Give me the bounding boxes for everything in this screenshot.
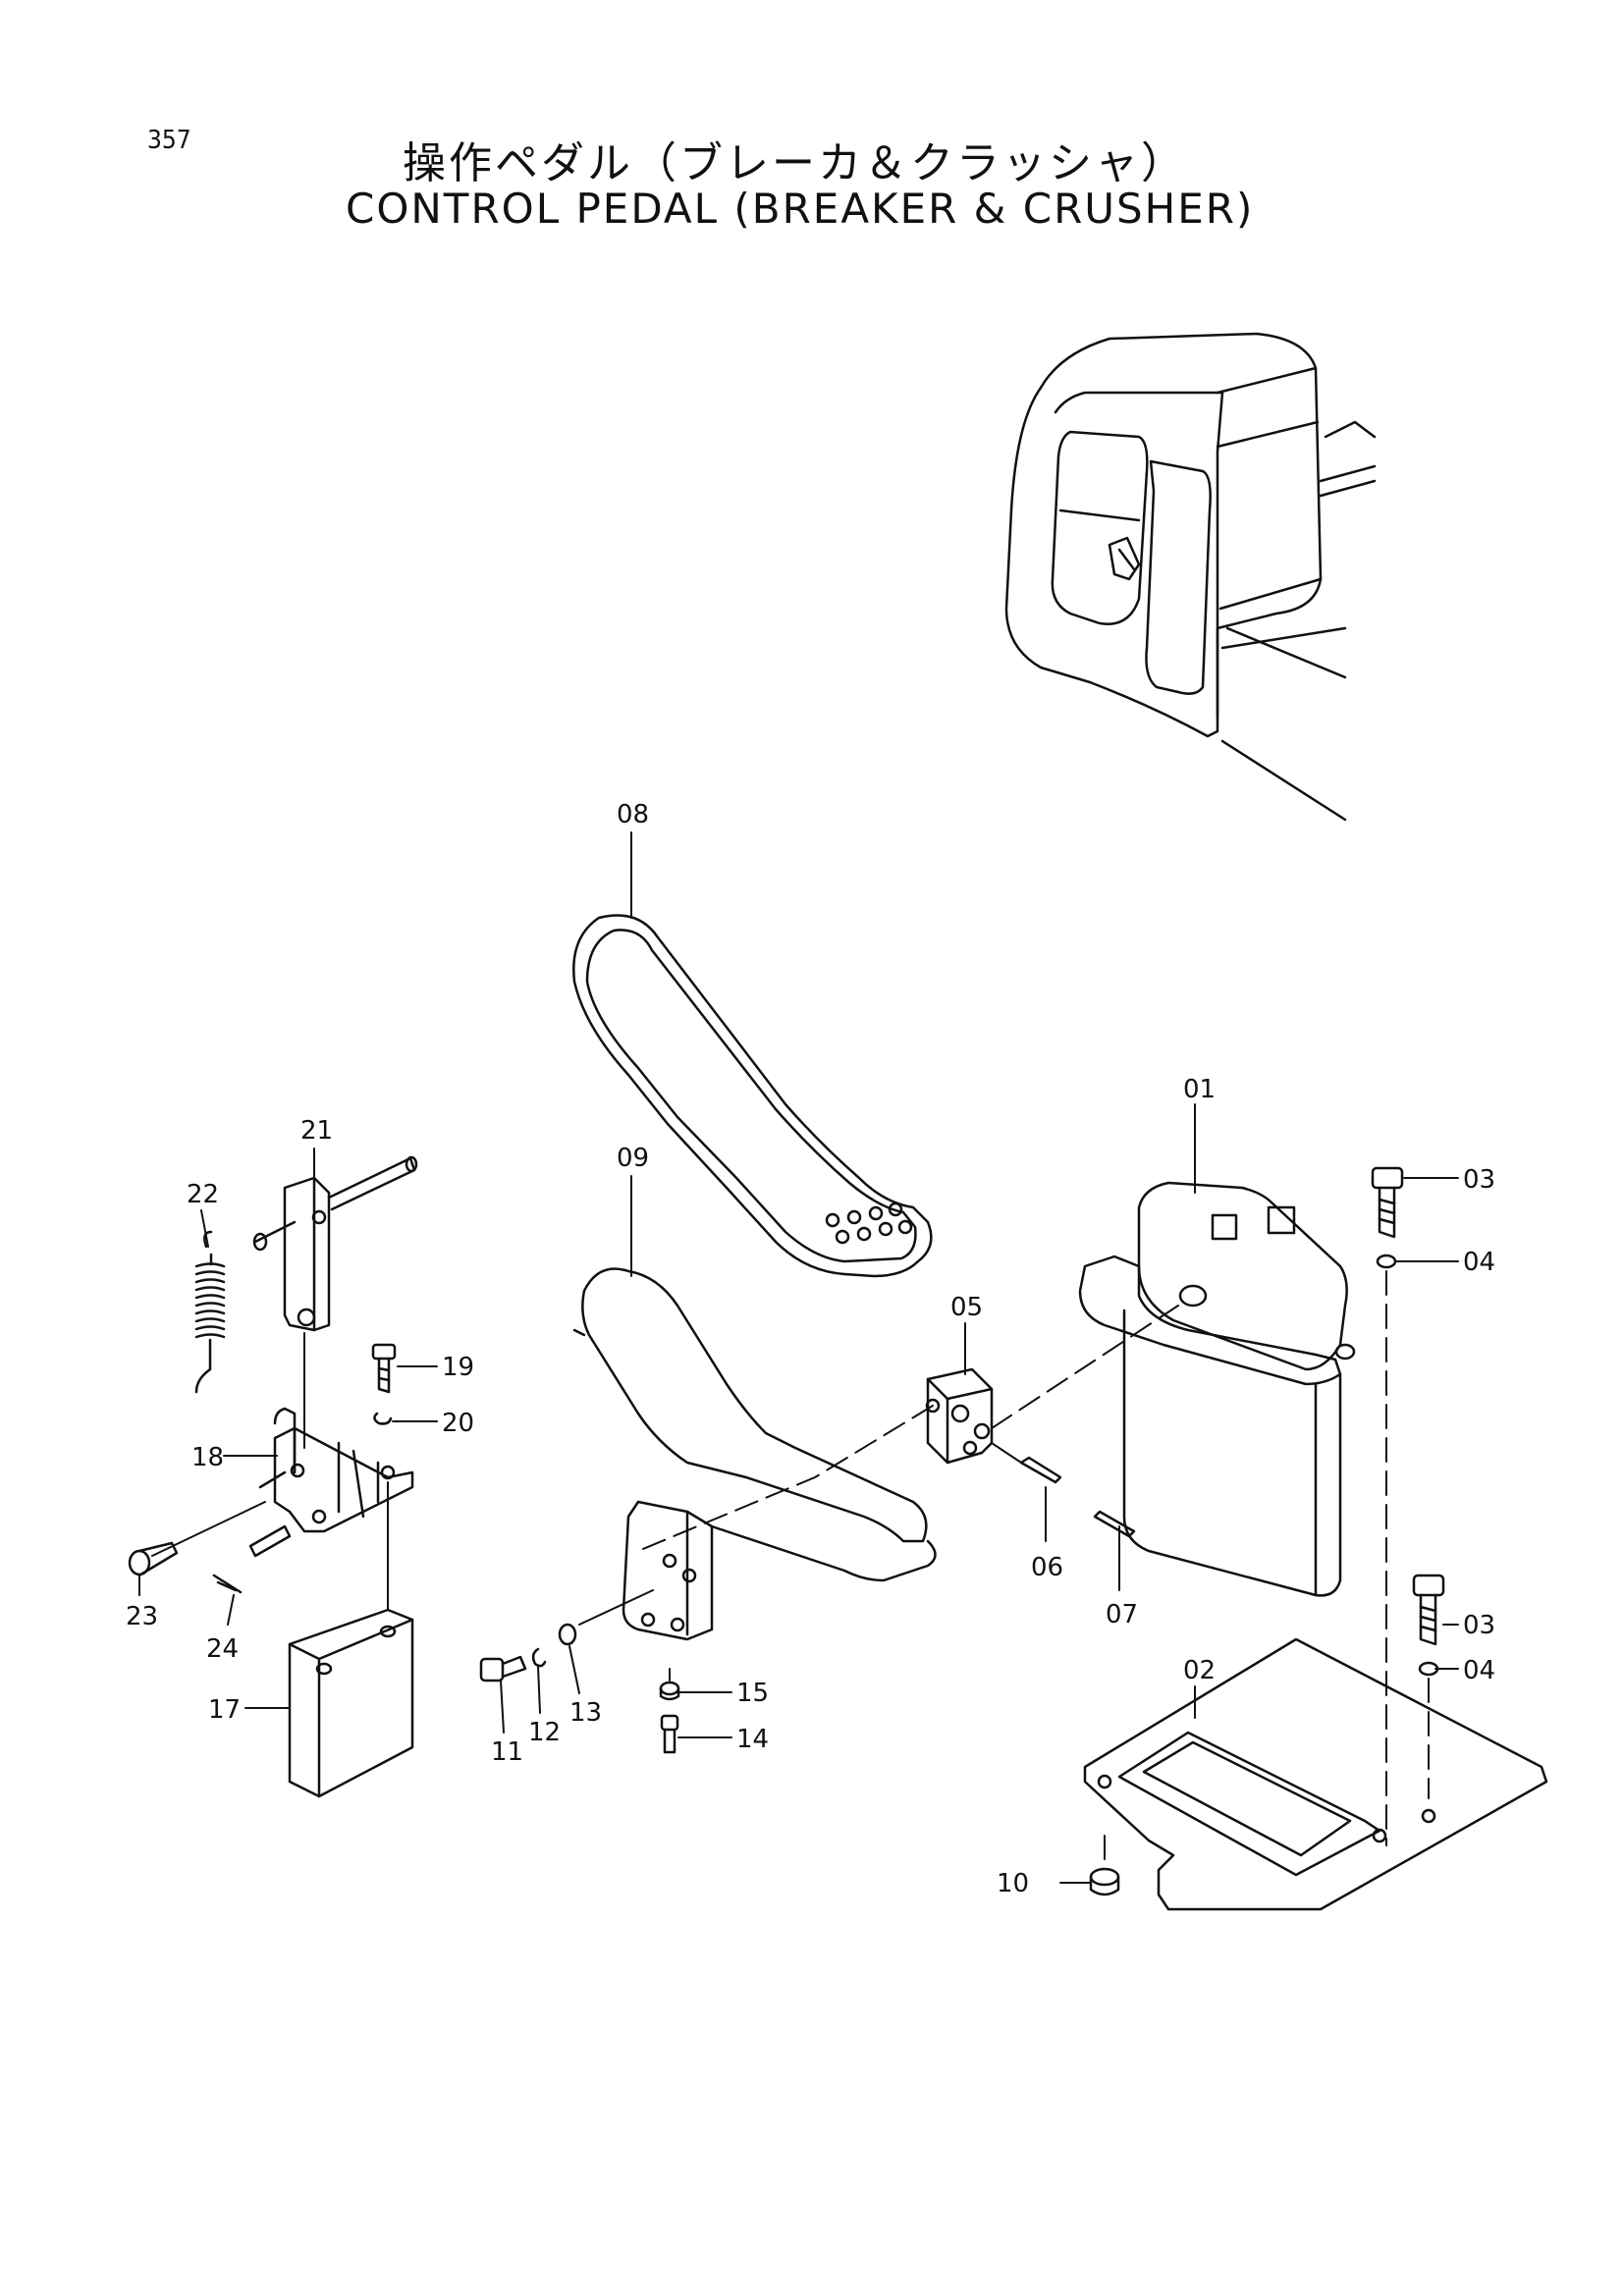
callout-18: 18 xyxy=(191,1443,224,1472)
bolt-11 xyxy=(479,1655,527,1682)
spring-22 xyxy=(194,1230,226,1394)
callout-21: 21 xyxy=(300,1116,333,1146)
callout-12: 12 xyxy=(528,1718,561,1747)
callout-04: 04 xyxy=(1463,1248,1495,1277)
bolt-03-upper xyxy=(1371,1166,1404,1239)
bolt-19 xyxy=(371,1343,397,1394)
callout-05: 05 xyxy=(950,1293,983,1322)
assembly-lines xyxy=(637,1270,1430,1866)
callout-03: 03 xyxy=(1463,1165,1495,1195)
bolt-03-lower xyxy=(1412,1574,1445,1646)
callout-07: 07 xyxy=(1106,1600,1138,1629)
callout-04: 04 xyxy=(1463,1656,1495,1685)
bracket-18 xyxy=(248,1407,414,1558)
callout-11: 11 xyxy=(491,1737,523,1767)
callout-13: 13 xyxy=(569,1698,602,1728)
callout-02: 02 xyxy=(1183,1656,1216,1685)
callout-01: 01 xyxy=(1183,1075,1216,1104)
callout-08: 08 xyxy=(617,800,649,829)
callout-23: 23 xyxy=(126,1602,158,1631)
callout-15: 15 xyxy=(736,1679,769,1708)
washer-13 xyxy=(558,1623,577,1646)
bolt-14 xyxy=(660,1714,679,1754)
callout-14: 14 xyxy=(736,1725,769,1754)
callout-06: 06 xyxy=(1031,1553,1063,1582)
cab-location-illustration xyxy=(1004,332,1377,822)
assembly-lines-solid xyxy=(151,1332,1022,1626)
callout-10: 10 xyxy=(997,1869,1029,1898)
pedal-09 xyxy=(572,1267,937,1641)
callout-24: 24 xyxy=(206,1634,239,1664)
leader-lines xyxy=(138,831,1459,1884)
callout-22: 22 xyxy=(187,1180,219,1209)
switch-17 xyxy=(288,1608,414,1798)
base-plate-02 xyxy=(1083,1637,1548,1911)
callout-20: 20 xyxy=(442,1409,474,1438)
valve-body-01 xyxy=(1078,1181,1356,1597)
callout-labels: 01 02 03 03 04 04 05 06 07 08 09 10 11 1… xyxy=(126,800,1495,1898)
callout-03: 03 xyxy=(1463,1611,1495,1640)
page-title-japanese: 操作ペダル（ブレーカ＆クラッシャ） xyxy=(403,138,1187,188)
callout-17: 17 xyxy=(208,1695,241,1725)
callout-19: 19 xyxy=(442,1353,474,1382)
page-number: 357 xyxy=(147,126,191,155)
pivot-block-05 xyxy=(925,1367,994,1465)
nut-10 xyxy=(1089,1867,1120,1896)
bracket-21 xyxy=(252,1155,418,1332)
callout-09: 09 xyxy=(617,1144,649,1173)
pins-06-07 xyxy=(1019,1456,1136,1538)
washer-12 xyxy=(531,1647,547,1668)
nut-15 xyxy=(659,1681,680,1701)
cotter-24 xyxy=(212,1574,243,1594)
washer-20 xyxy=(373,1412,393,1425)
page-title-english: CONTROL PEDAL (BREAKER & CRUSHER) xyxy=(346,185,1255,233)
pedal-cover-08 xyxy=(572,914,933,1278)
